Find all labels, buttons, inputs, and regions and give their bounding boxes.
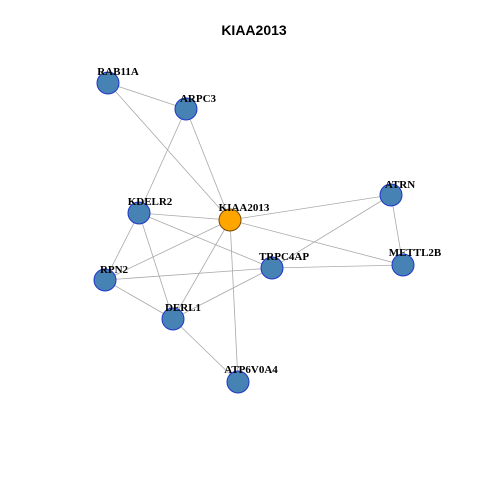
diagram-title: KIAA2013 — [221, 22, 287, 38]
node-kdelr2[interactable] — [127, 201, 151, 225]
node-arpc3[interactable] — [174, 97, 198, 121]
node-trpc4ap[interactable] — [260, 256, 284, 280]
edge-kiaa2013-mettl2b — [229, 219, 404, 266]
node-kiaa2013[interactable] — [218, 208, 242, 232]
edge-derl1-trpc4ap — [172, 267, 273, 320]
node-layer — [93, 71, 415, 394]
edge-kdelr2-kiaa2013 — [138, 212, 231, 221]
node-derl1[interactable] — [161, 307, 185, 331]
node-label-mettl2b: METTL2B — [389, 247, 442, 259]
edge-derl1-atp6v0a4 — [172, 318, 239, 383]
edge-kiaa2013-rpn2 — [104, 219, 231, 281]
node-label-arpc3: ARPC3 — [180, 93, 217, 105]
node-rpn2[interactable] — [93, 268, 117, 292]
edge-rab11a-kiaa2013 — [107, 82, 231, 221]
edge-kdelr2-trpc4ap — [138, 212, 273, 269]
node-label-kiaa2013: KIAA2013 — [219, 202, 270, 214]
edge-kdelr2-rpn2 — [104, 212, 140, 281]
node-label-atrn: ATRN — [385, 179, 415, 191]
node-label-kdelr2: KDELR2 — [128, 196, 173, 208]
edge-layer — [104, 82, 404, 383]
edge-trpc4ap-mettl2b — [271, 264, 404, 269]
edge-atrn-mettl2b — [390, 194, 404, 266]
edge-arpc3-kdelr2 — [138, 108, 187, 214]
edge-kiaa2013-derl1 — [172, 219, 231, 320]
edge-kiaa2013-atrn — [229, 194, 392, 221]
node-atp6v0a4[interactable] — [226, 370, 250, 394]
edge-kiaa2013-atp6v0a4 — [229, 219, 239, 383]
edge-rab11a-arpc3 — [107, 82, 187, 110]
node-mettl2b[interactable] — [391, 253, 415, 277]
node-rab11a[interactable] — [96, 71, 120, 95]
edge-arpc3-kiaa2013 — [185, 108, 231, 221]
node-label-rpn2: RPN2 — [100, 264, 129, 276]
node-label-rab11a: RAB11A — [97, 66, 139, 78]
edge-rpn2-trpc4ap — [104, 267, 273, 281]
node-label-derl1: DERL1 — [165, 302, 201, 314]
node-label-trpc4ap: TRPC4AP — [259, 251, 309, 263]
edge-rpn2-derl1 — [104, 279, 174, 320]
edge-trpc4ap-atrn — [271, 194, 392, 269]
edge-kdelr2-derl1 — [138, 212, 174, 320]
node-label-atp6v0a4: ATP6V0A4 — [224, 364, 278, 376]
node-atrn[interactable] — [379, 183, 403, 207]
